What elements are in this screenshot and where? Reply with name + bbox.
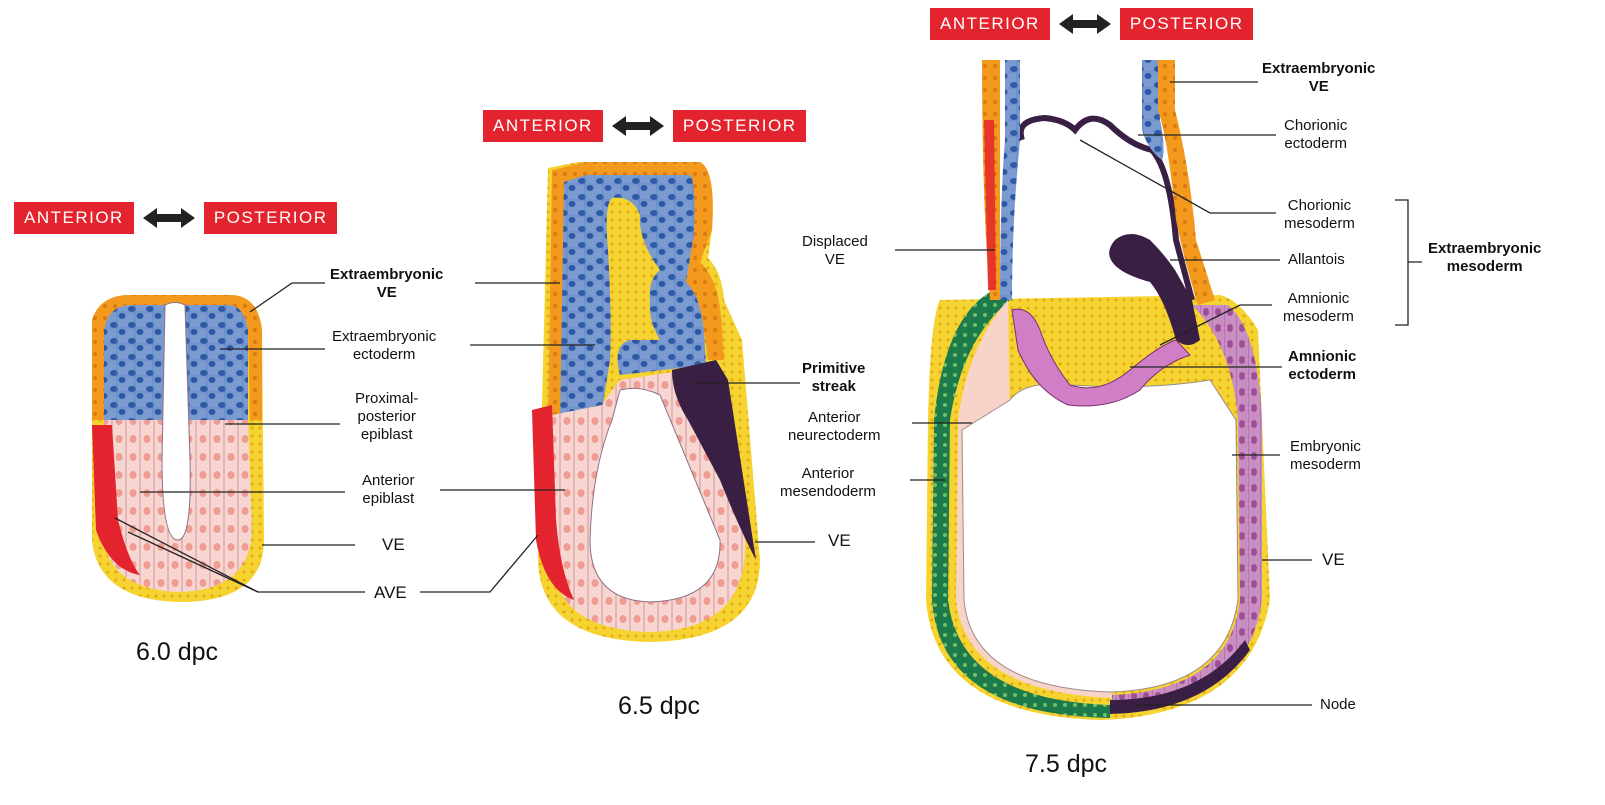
label-anterior-mesendoderm: Anterior mesendoderm: [780, 465, 876, 501]
embryonic-cavity-7-5: [962, 380, 1238, 692]
bracket-extraembryonic-mesoderm: [1395, 200, 1422, 325]
label-chorionic-ectoderm: Chorionic ectoderm: [1284, 117, 1347, 153]
embryo-6-0-dpc: [92, 295, 264, 602]
double-arrow-icon: [1059, 13, 1111, 35]
stage-caption-6-5: 6.5 dpc: [618, 692, 700, 721]
label-allantois: Allantois: [1288, 251, 1345, 269]
double-arrow-icon: [143, 207, 195, 229]
label-extraembryonic-ve-7-5: Extraembryonic VE: [1262, 60, 1375, 96]
label-displaced-ve: Displaced VE: [802, 233, 868, 269]
label-extraembryonic-mesoderm: Extraembryonic mesoderm: [1428, 240, 1541, 276]
leader-60-exve: [250, 283, 325, 312]
label-anterior-epiblast: Anterior epiblast: [362, 472, 415, 508]
label-extraembryonic-ectoderm-6: Extraembryonic ectoderm: [332, 328, 436, 364]
posterior-badge: POSTERIOR: [204, 202, 338, 234]
label-embryonic-mesoderm: Embryonic mesoderm: [1290, 438, 1361, 474]
anterior-badge: ANTERIOR: [14, 202, 134, 234]
embryo-6-5-dpc: [532, 162, 760, 642]
posterior-badge: POSTERIOR: [673, 110, 807, 142]
stage-caption-6-0: 6.0 dpc: [136, 638, 218, 667]
label-amnionic-mesoderm: Amnionic mesoderm: [1283, 290, 1354, 326]
label-primitive-streak: Primitive streak: [802, 360, 865, 396]
label-ve-6-5: VE: [828, 532, 851, 550]
label-anterior-neurectoderm: Anterior neurectoderm: [788, 409, 881, 445]
anterior-badge: ANTERIOR: [930, 8, 1050, 40]
label-proximal-posterior-epiblast: Proximal- posterior epiblast: [355, 390, 418, 444]
axis-indicator-6-5: ANTERIOR POSTERIOR: [483, 110, 806, 142]
embryo-7-5-dpc: [926, 60, 1270, 720]
posterior-badge: POSTERIOR: [1120, 8, 1254, 40]
label-chorionic-mesoderm: Chorionic mesoderm: [1284, 197, 1355, 233]
axis-indicator-7-5: ANTERIOR POSTERIOR: [930, 8, 1253, 40]
label-ve-7-5: VE: [1322, 551, 1345, 569]
axis-indicator-6-0: ANTERIOR POSTERIOR: [14, 202, 337, 234]
cavity-6-0: [162, 303, 190, 541]
label-ave: AVE: [374, 584, 407, 602]
label-ve-6-0: VE: [382, 536, 405, 554]
label-extraembryonic-ve-6: Extraembryonic VE: [330, 266, 443, 302]
stage-caption-7-5: 7.5 dpc: [1025, 750, 1107, 779]
label-amnionic-ectoderm: Amnionic ectoderm: [1288, 348, 1356, 384]
leader-65-ave: [420, 535, 538, 592]
chorion-blue-left-7-5: [1000, 60, 1020, 300]
label-node: Node: [1320, 696, 1356, 714]
anterior-badge: ANTERIOR: [483, 110, 603, 142]
double-arrow-icon: [612, 115, 664, 137]
